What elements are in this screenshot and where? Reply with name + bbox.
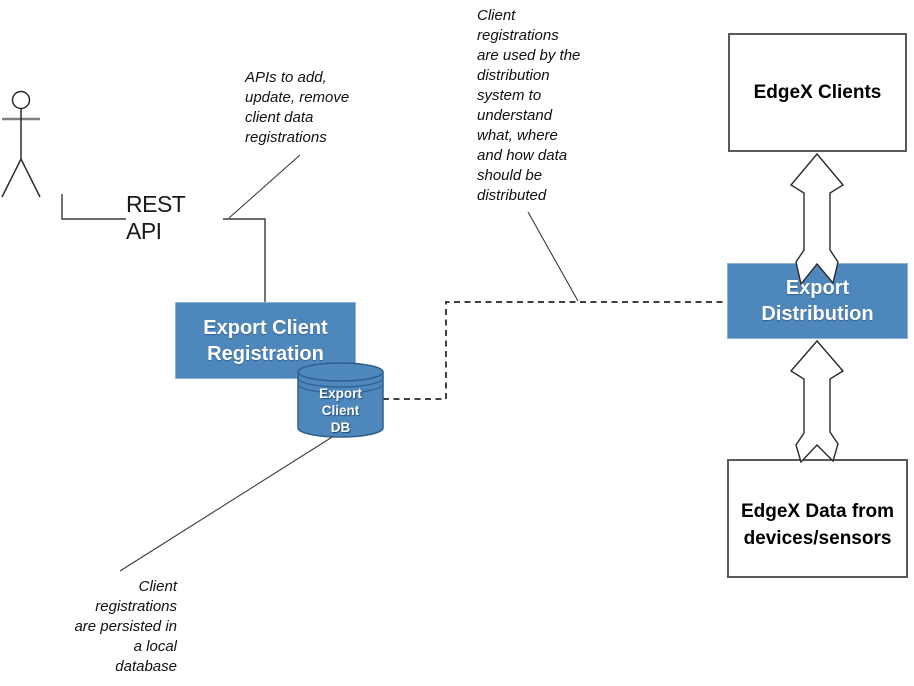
apis-note-callout-line <box>228 154 301 219</box>
persistence-annotation: Client registrations are persisted in a … <box>74 578 177 675</box>
edgex-clients-node: EdgeX Clients <box>728 33 907 152</box>
distribution-note-callout-line <box>527 211 579 302</box>
rest-api-label: REST API <box>126 191 223 244</box>
actor-head <box>11 90 31 110</box>
edgex-data-node: EdgeX Data from devices/sensors <box>727 459 908 578</box>
db-distribution-dashed-connector <box>383 301 726 400</box>
apis-annotation: APIs to add, update, remove client data … <box>245 69 350 146</box>
block-arrow-from-data <box>789 339 845 464</box>
export-distribution-node: Export Distribution <box>727 263 908 339</box>
distribution-usage-annotation: Client registrations are used by the dis… <box>477 7 581 204</box>
actor-legs <box>1 157 41 198</box>
persistence-note-callout-line <box>119 433 338 572</box>
export-client-db-label: Export Client DB <box>319 386 362 435</box>
export-client-registration-node: Export Client Registration <box>175 302 356 379</box>
user-actor <box>1 90 41 198</box>
